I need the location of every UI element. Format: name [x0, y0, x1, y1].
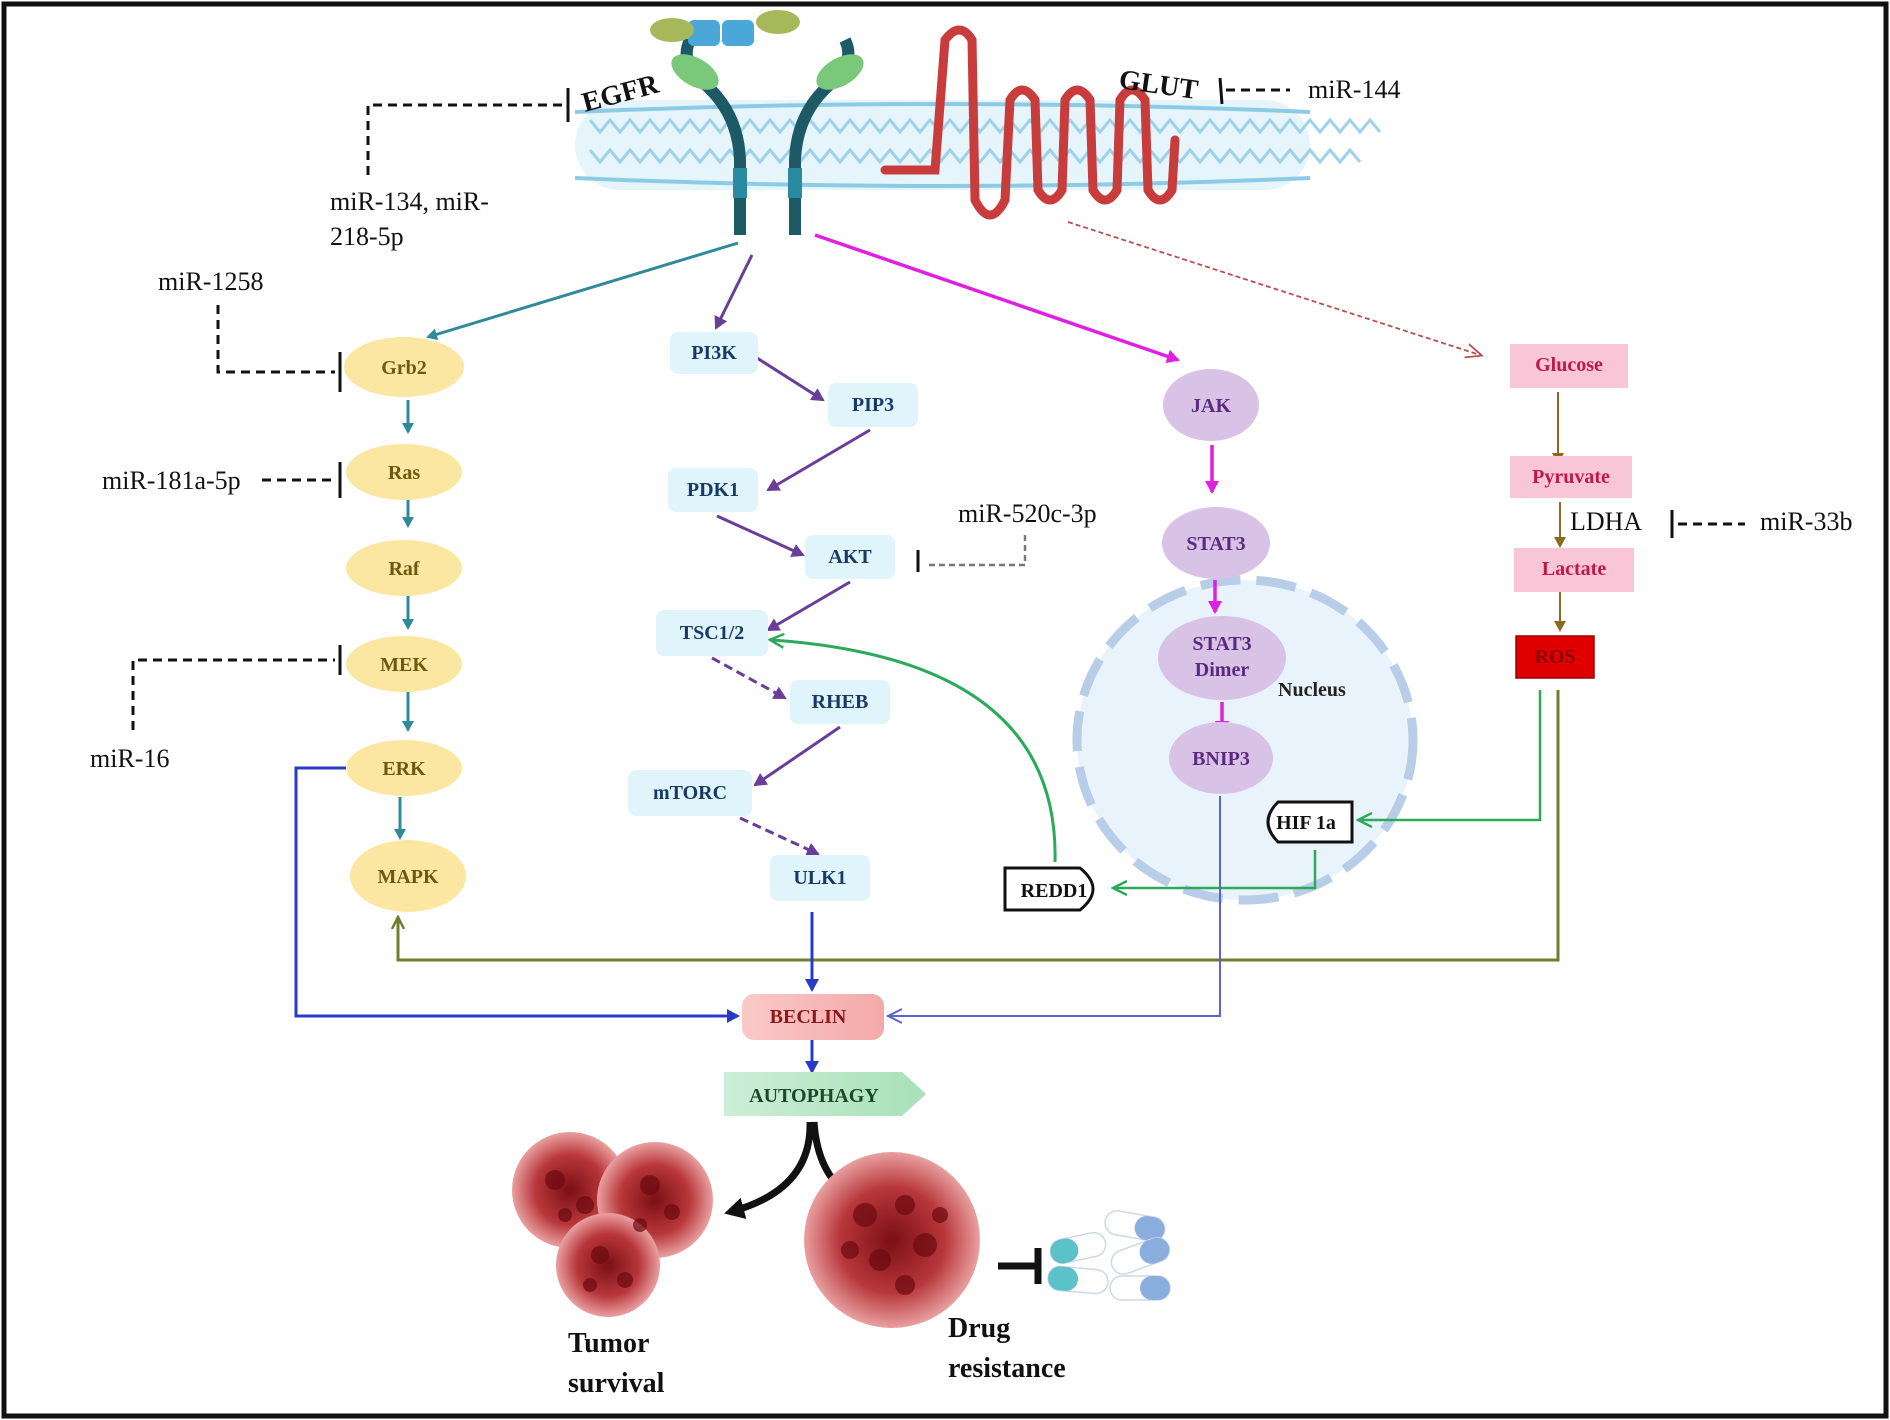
autophagy-node: AUTOPHAGY: [724, 1072, 926, 1116]
svg-text:Dimer: Dimer: [1195, 659, 1250, 681]
ulk1-node: ULK1: [770, 855, 870, 901]
mapk-node: MAPK: [350, 840, 466, 912]
pip3-node: PIP3: [828, 383, 918, 427]
glut-label: GLUT: [1117, 64, 1200, 106]
drug-resistance-label-line2: resistance: [948, 1353, 1066, 1384]
svg-text:Lactate: Lactate: [1542, 558, 1607, 580]
svg-text:Pyruvate: Pyruvate: [1532, 466, 1610, 488]
mek-inhibition-line: [131, 645, 342, 730]
svg-text:ERK: ERK: [382, 758, 426, 780]
svg-text:Grb2: Grb2: [381, 357, 427, 379]
svg-text:BNIP3: BNIP3: [1192, 748, 1250, 770]
rheb-node: RHEB: [790, 680, 890, 724]
svg-text:AUTOPHAGY: AUTOPHAGY: [749, 1085, 879, 1107]
beclin-node: BECLIN: [742, 994, 884, 1040]
akt-node: AKT: [805, 535, 895, 579]
svg-text:STAT3: STAT3: [1192, 633, 1251, 655]
bnip3-to-beclin-arrow: [890, 796, 1221, 1016]
ldha-label: LDHA: [1570, 507, 1642, 536]
svg-text:AKT: AKT: [828, 546, 872, 568]
drug-inhibition-line: [998, 1248, 1042, 1284]
egfr-to-jak-arrow: [814, 233, 1180, 364]
glut-transporter-icon: [880, 25, 1180, 220]
erk-to-beclin-arrow: [294, 766, 740, 1023]
svg-text:ULK1: ULK1: [793, 867, 846, 889]
nucleus-label: Nucleus: [1278, 679, 1346, 701]
pyruvate-node: Pyruvate: [1510, 456, 1632, 498]
stat3-dimer-node: STAT3 Dimer: [1158, 616, 1286, 700]
mir144-label: miR-144: [1308, 75, 1400, 104]
resistant-cell-icon: [804, 1152, 980, 1328]
raf-node: Raf: [346, 540, 462, 596]
mir134-label-line2: 218-5p: [330, 222, 404, 251]
glut-inhibition-line: [1218, 77, 1290, 105]
svg-text:REDD1: REDD1: [1021, 880, 1088, 902]
ros-node: ROS: [1515, 635, 1595, 679]
glut-to-glucose-arrow: [1067, 221, 1480, 355]
mir1258-label: miR-1258: [158, 267, 263, 296]
stat3-node: STAT3: [1162, 507, 1270, 579]
autophagy-to-tumor-arrow: [724, 1121, 814, 1219]
svg-text:ROS: ROS: [1534, 646, 1575, 668]
ldha-inhibition-line: [1670, 510, 1745, 538]
egfr-inhibition-line: [366, 88, 570, 175]
pi3k-node: PI3K: [670, 332, 758, 374]
pdk1-node: PDK1: [668, 468, 758, 512]
lactate-node: Lactate: [1514, 548, 1634, 592]
ros-to-hif-arrow: [1360, 690, 1542, 820]
akt-inhibition-line: [916, 535, 1027, 572]
mir134-label: miR-134, miR-: [330, 187, 489, 216]
svg-text:STAT3: STAT3: [1186, 533, 1245, 555]
mtorc-node: mTORC: [628, 770, 752, 816]
mir33b-label: miR-33b: [1760, 507, 1852, 536]
grb2-node: Grb2: [344, 337, 464, 397]
erk-node: ERK: [346, 740, 462, 796]
drug-resistance-label: Drug: [948, 1313, 1010, 1344]
redd1-to-tsc-arrow: [772, 640, 1057, 863]
ros-to-mapk-arrow: [398, 690, 1560, 962]
tumor-cells-icon: [512, 1132, 713, 1317]
svg-text:MAPK: MAPK: [377, 866, 439, 888]
svg-text:Ras: Ras: [388, 462, 420, 484]
tumor-survival-label-line2: survival: [568, 1368, 665, 1399]
egfr-to-grb2-arrow: [426, 241, 739, 341]
mir16-label: miR-16: [90, 744, 169, 773]
glycolysis-pathway: Glucose Pyruvate Lactate ROS: [1510, 344, 1634, 679]
svg-text:Raf: Raf: [388, 558, 419, 580]
grb2-inhibition-line: [216, 305, 342, 392]
svg-text:MEK: MEK: [380, 654, 428, 676]
svg-text:HIF 1a: HIF 1a: [1276, 812, 1336, 834]
jak-node: JAK: [1163, 369, 1259, 441]
svg-text:PIP3: PIP3: [852, 394, 894, 416]
tsc-node: TSC1/2: [656, 610, 768, 656]
svg-text:PI3K: PI3K: [691, 342, 737, 364]
hif-to-redd1-arrow: [1115, 850, 1317, 888]
mir181-label: miR-181a-5p: [102, 466, 241, 495]
tumor-survival-label: Tumor: [568, 1328, 649, 1359]
svg-text:mTORC: mTORC: [653, 782, 727, 804]
svg-text:RHEB: RHEB: [812, 691, 869, 713]
pi3k-pathway: PI3K PIP3 PDK1 AKT TSC1/2 RHEB mTORC UL: [628, 332, 918, 901]
bnip3-node: BNIP3: [1169, 722, 1273, 794]
svg-text:PDK1: PDK1: [687, 479, 739, 501]
svg-text:BECLIN: BECLIN: [770, 1006, 847, 1028]
glucose-node: Glucose: [1510, 344, 1628, 388]
svg-text:JAK: JAK: [1191, 395, 1231, 417]
egfr-to-pi3k-arrow: [714, 254, 754, 330]
jak-pathway: JAK STAT3 STAT3 Dimer BNIP3: [1158, 369, 1286, 794]
mek-node: MEK: [346, 636, 462, 692]
egfr-receptor-icon: [650, 10, 864, 235]
ras-inhibition-line: [262, 462, 342, 498]
mir520-label: miR-520c-3p: [958, 499, 1097, 528]
svg-text:Glucose: Glucose: [1535, 354, 1603, 376]
drug-pills-icon: [1047, 1210, 1171, 1301]
ras-node: Ras: [346, 444, 462, 500]
svg-text:TSC1/2: TSC1/2: [680, 622, 744, 644]
redd1-node: REDD1: [1003, 866, 1095, 912]
hif1a-node: HIF 1a: [1266, 800, 1354, 844]
mapk-pathway: Grb2 Ras Raf MEK ERK MAPK: [344, 337, 466, 912]
